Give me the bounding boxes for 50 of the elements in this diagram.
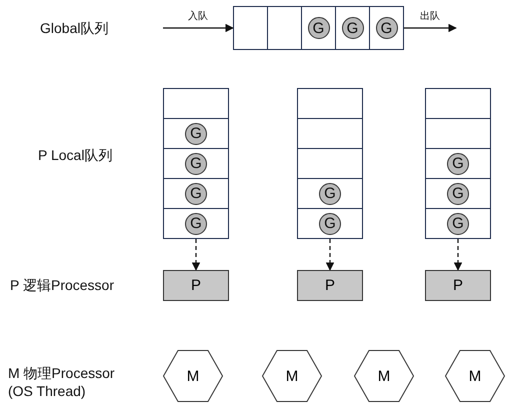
arrow: [404, 24, 457, 32]
queue-slot: [425, 88, 491, 119]
thread-hexagon: M: [163, 350, 223, 402]
goroutine-circle: G: [319, 212, 341, 234]
queue-slot: [233, 6, 268, 50]
queue-slot: [369, 6, 404, 50]
edge-label: 入队: [187, 9, 209, 23]
row-label: P 逻辑Processor: [10, 276, 114, 294]
queue-slot: [425, 118, 491, 149]
row-label: Global队列: [40, 19, 108, 38]
queue-slot: [301, 6, 336, 50]
queue-slot: [163, 178, 229, 209]
thread-hexagon: M: [262, 350, 322, 402]
edge-label: 出队: [419, 9, 441, 23]
thread-hexagon: M: [354, 350, 414, 402]
queue-slot: [425, 208, 491, 239]
queue-slot: [297, 208, 363, 239]
arrow: [454, 239, 462, 271]
goroutine-circle: G: [185, 152, 207, 174]
arrow: [326, 239, 334, 271]
processor-box: P: [297, 270, 363, 301]
queue-slot: [297, 118, 363, 149]
processor-box: P: [425, 270, 491, 301]
goroutine-circle: G: [308, 17, 330, 39]
queue-slot: [163, 148, 229, 179]
row-label: P Local队列: [38, 146, 112, 164]
queue-slot: [335, 6, 370, 50]
goroutine-circle: G: [185, 212, 207, 234]
queue-slot: [267, 6, 302, 50]
thread-hexagon: M: [445, 350, 505, 402]
goroutine-circle: G: [447, 182, 469, 204]
goroutine-circle: G: [447, 152, 469, 174]
queue-slot: [425, 178, 491, 209]
queue-slot: [425, 148, 491, 179]
queue-slot: [163, 118, 229, 149]
queue-slot: [297, 178, 363, 209]
goroutine-circle: G: [185, 182, 207, 204]
arrow: [192, 239, 200, 271]
goroutine-circle: G: [319, 182, 341, 204]
queue-slot: [297, 148, 363, 179]
arrow: [163, 24, 234, 32]
queue-slot: [163, 88, 229, 119]
goroutine-circle: G: [376, 17, 398, 39]
processor-box: P: [163, 270, 229, 301]
goroutine-circle: G: [342, 17, 364, 39]
goroutine-circle: G: [185, 122, 207, 144]
queue-slot: [297, 88, 363, 119]
row-label: M 物理Processor (OS Thread): [8, 364, 116, 400]
queue-slot: [163, 208, 229, 239]
goroutine-circle: G: [447, 212, 469, 234]
